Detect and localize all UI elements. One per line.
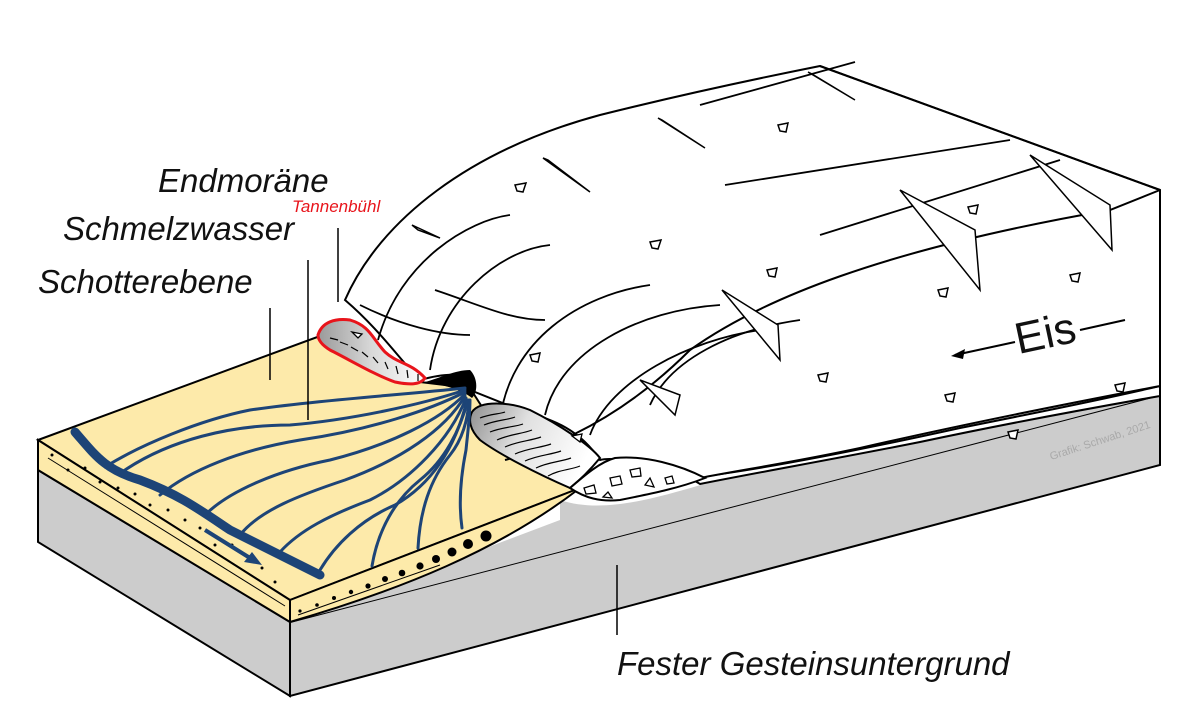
gravel-dots-left xyxy=(50,453,277,584)
ice-flow-arrow xyxy=(954,319,1126,356)
label-bedrock: Fester Gesteinsuntergrund xyxy=(617,645,1010,682)
flow-direction-arrow xyxy=(203,528,262,565)
outwash-plain-front-face xyxy=(289,487,581,624)
bedrock-top-surface xyxy=(290,395,1160,622)
end-moraine-boulder xyxy=(570,433,583,444)
erratic-boulders xyxy=(514,122,1126,440)
meltwater-channels xyxy=(70,386,472,580)
moraine-hatching xyxy=(329,337,419,381)
tannenbuehl-boulder xyxy=(350,330,364,339)
label-schmelzwasser: Schmelzwasser xyxy=(63,210,295,247)
till-boulders xyxy=(583,467,675,499)
label-endmoraene: Endmoräne xyxy=(158,162,329,199)
ice-flow-arrowhead xyxy=(951,349,965,359)
crevasses xyxy=(411,71,1113,417)
gravel-dots-front xyxy=(298,530,492,613)
tannenbuehl-moraine xyxy=(316,318,427,386)
till-deposit xyxy=(568,456,708,502)
moraine-hatching-2 xyxy=(479,411,581,477)
ice-top-edge xyxy=(819,65,1161,191)
label-tannenbuehl: Tannenbühl xyxy=(292,197,381,216)
label-leader-lines xyxy=(269,228,618,635)
label-schotterebene: Schotterebene xyxy=(38,263,253,300)
layer-line-front xyxy=(297,564,441,616)
layer-line xyxy=(47,457,286,607)
